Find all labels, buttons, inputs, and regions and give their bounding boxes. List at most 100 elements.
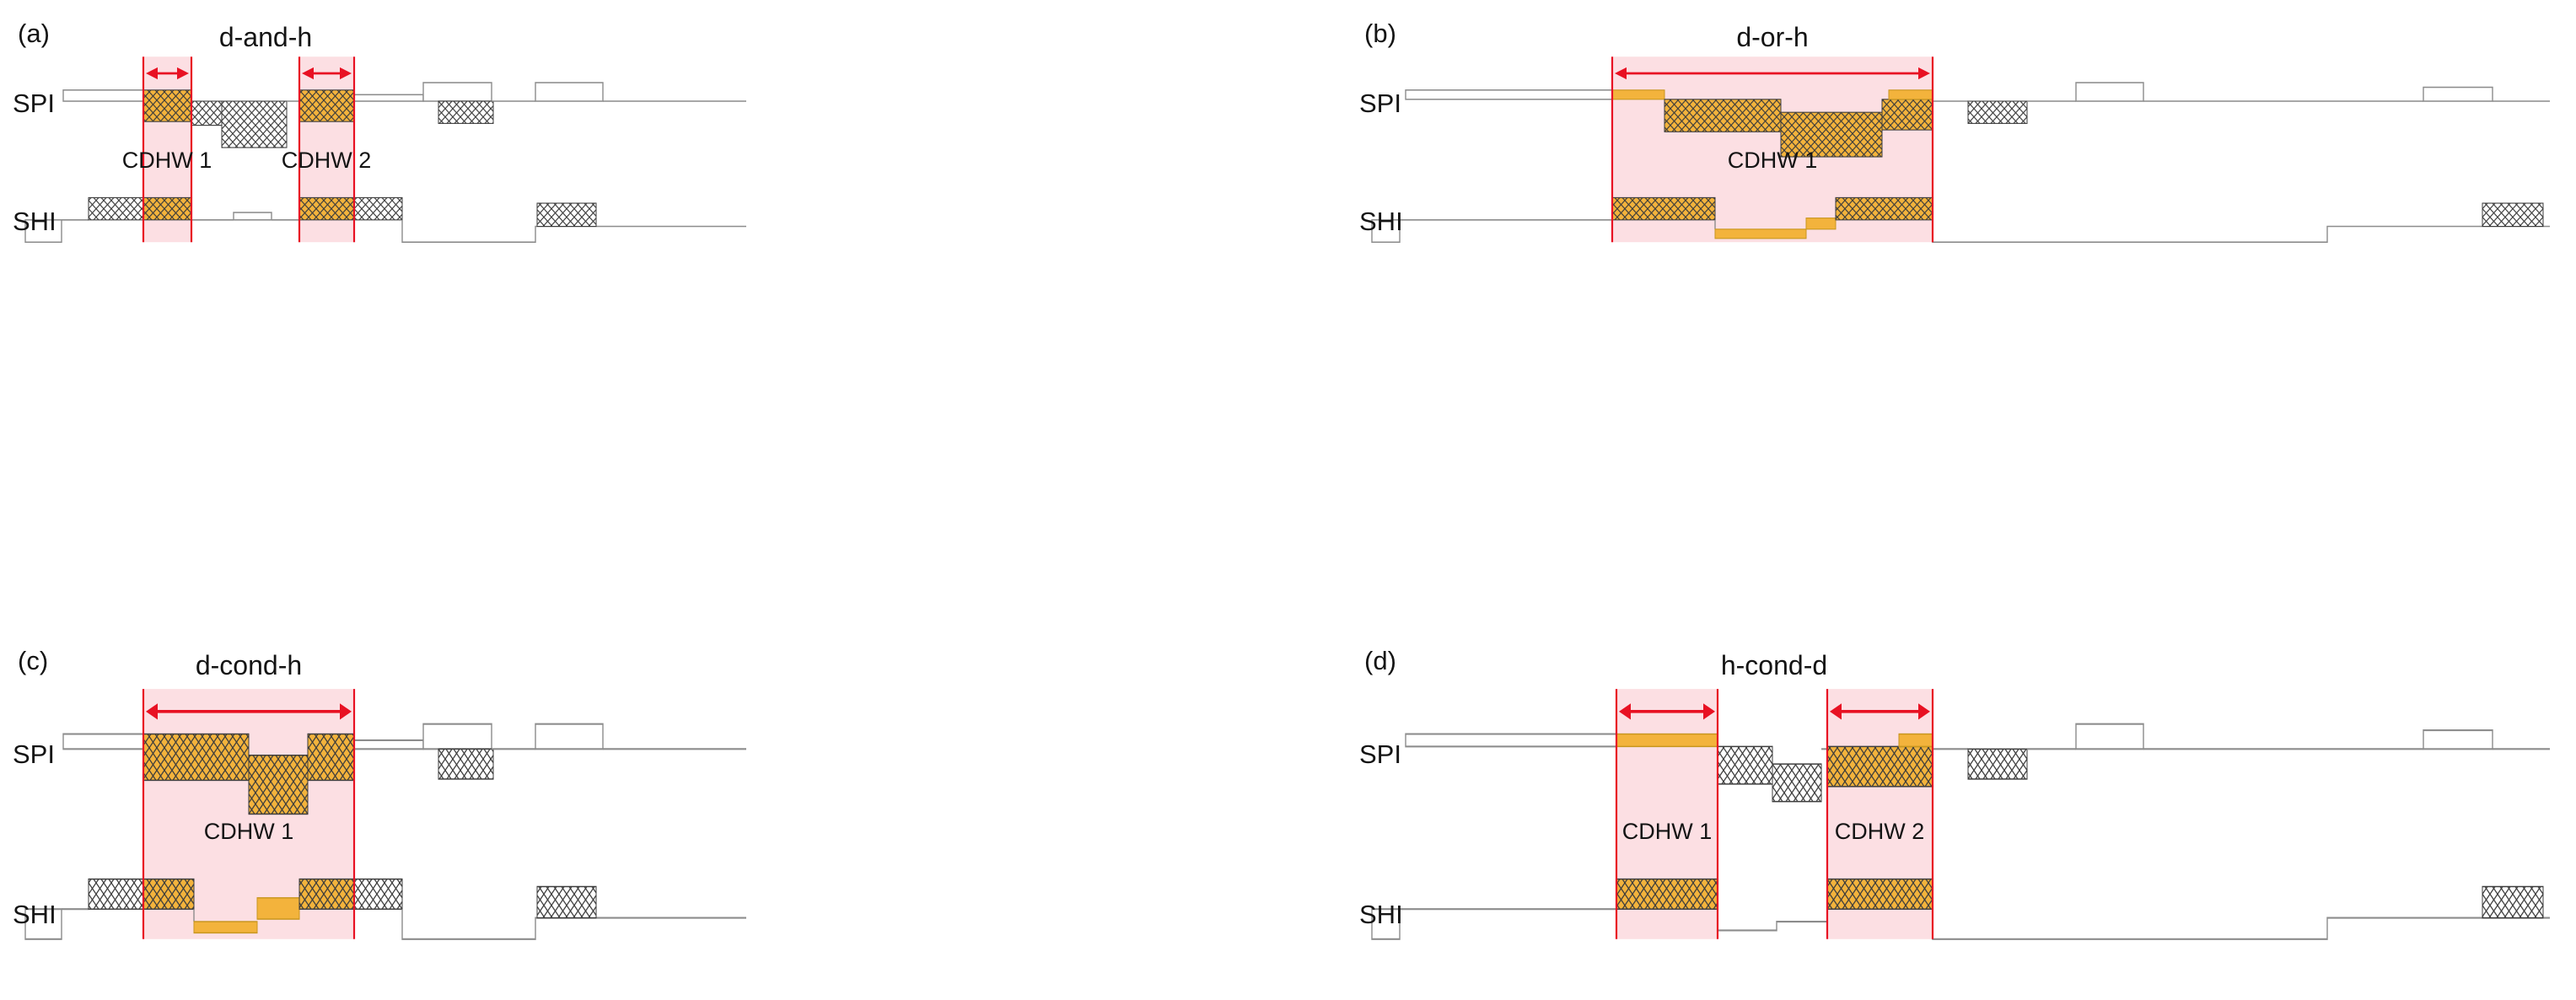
panel-title: d-cond-h [195, 650, 303, 681]
trace-step-box [1405, 89, 1613, 100]
trace-line [1932, 909, 2550, 940]
trace-line [401, 909, 746, 940]
anomaly-box-orange-hatch [1616, 878, 1718, 910]
arrowhead-right [1703, 703, 1715, 720]
panel-title: d-or-h [1736, 21, 1809, 52]
arrowhead-left [1619, 703, 1631, 720]
arrowhead-right [1918, 67, 1930, 80]
panel-label: (d) [1364, 645, 1396, 675]
trace-line [1717, 909, 1828, 932]
trace-step-box [2075, 723, 2144, 750]
trace-step-box [353, 739, 424, 750]
panel-b-diagram [1371, 56, 2550, 243]
anomaly-box-grey-hatch [221, 100, 288, 148]
region-label: CDHW 2 [1834, 818, 1925, 844]
panel-label: (c) [18, 645, 49, 675]
track-label-spi: SPI [13, 739, 55, 770]
anomaly-box-grey-hatch [88, 878, 144, 910]
anomaly-box-orange-hatch [1881, 99, 1933, 131]
panel-label: (b) [1364, 19, 1396, 49]
trace-step-box [535, 723, 604, 750]
anomaly-box-orange-hatch [1780, 111, 1883, 158]
panel-title: d-and-h [218, 21, 313, 52]
anomaly-box-orange-solid [1714, 228, 1807, 239]
anomaly-box-orange-hatch [1664, 99, 1782, 132]
anomaly-box-grey-hatch [1717, 745, 1773, 785]
anomaly-box-grey-hatch [88, 196, 144, 221]
anomaly-box-orange-solid [256, 897, 300, 920]
trace-step-box [1405, 733, 1617, 748]
anomaly-box-orange-solid [1805, 218, 1837, 230]
anomaly-box-orange-hatch [143, 196, 192, 221]
anomaly-box-grey-hatch [353, 878, 403, 910]
anomaly-box-orange-solid [1888, 89, 1933, 100]
trace-step-box [24, 908, 62, 940]
trace-line [401, 219, 746, 243]
anomaly-box-grey-hatch [1772, 763, 1822, 803]
anomaly-box-grey-hatch [536, 885, 597, 919]
panel-label: (a) [18, 19, 50, 49]
trace-step-box [2423, 729, 2493, 750]
track-label-shi: SHI [13, 900, 56, 930]
track-label-shi: SHI [13, 207, 56, 237]
anomaly-box-grey-hatch [191, 100, 223, 126]
anomaly-box-orange-hatch [1835, 196, 1933, 221]
trace-step-box [233, 212, 272, 221]
anomaly-box-orange-hatch [307, 733, 355, 782]
anomaly-box-orange-hatch [143, 878, 195, 910]
arrowhead-left [1615, 67, 1627, 80]
panel-d-diagram [1371, 689, 2550, 940]
panel-c-diagram [24, 689, 746, 940]
track-label-spi: SPI [1359, 739, 1401, 770]
track-label-spi: SPI [13, 88, 55, 118]
region-label: CDHW 1 [1727, 148, 1818, 174]
panel-title: h-cond-d [1720, 650, 1828, 681]
arrowhead-left [302, 67, 314, 80]
trace-step-box [24, 219, 62, 243]
panel-a-diagram [24, 56, 746, 243]
anomaly-box-grey-hatch [1967, 748, 2028, 780]
arrowhead-right [340, 67, 352, 80]
region-label: CDHW 1 [1621, 818, 1713, 844]
arrowhead-right [177, 67, 189, 80]
trace-step-box [1371, 908, 1401, 940]
anomaly-box-grey-hatch [1967, 100, 2028, 124]
arrowhead-left [146, 703, 158, 720]
anomaly-box-grey-hatch [2482, 885, 2544, 919]
region-label: CDHW 2 [281, 148, 372, 174]
anomaly-box-orange-hatch [1611, 196, 1716, 221]
anomaly-box-grey-hatch [2482, 202, 2544, 228]
arrowhead-right [1918, 703, 1930, 720]
trace-step-box [2075, 82, 2144, 102]
arrowhead-left [1830, 703, 1842, 720]
region-label: CDHW 1 [121, 148, 212, 174]
track-label-spi: SPI [1359, 88, 1401, 118]
anomaly-box-orange-hatch [143, 733, 250, 782]
anomaly-box-orange-hatch [298, 89, 355, 122]
anomaly-box-orange-solid [1611, 89, 1665, 100]
track-label-shi: SHI [1359, 900, 1403, 930]
anomaly-box-grey-hatch [438, 748, 494, 780]
trace-step-box [62, 89, 144, 102]
anomaly-box-orange-hatch [298, 878, 355, 910]
trace-step-box [422, 723, 492, 750]
anomaly-box-orange-solid [1898, 733, 1933, 748]
anomaly-box-orange-hatch [1826, 745, 1933, 788]
trace-step-box [353, 94, 424, 102]
anomaly-box-orange-hatch [1826, 878, 1933, 910]
region-label: CDHW 1 [203, 818, 294, 844]
track-label-shi: SHI [1359, 207, 1403, 237]
anomaly-box-orange-solid [193, 921, 258, 934]
anomaly-box-orange-hatch [248, 755, 309, 815]
anomaly-box-orange-hatch [143, 89, 192, 122]
arrowhead-left [146, 67, 158, 80]
trace-step-box [1371, 219, 1401, 243]
arrowhead-right [340, 703, 352, 720]
anomaly-box-grey-hatch [536, 202, 597, 228]
anomaly-box-grey-hatch [353, 196, 403, 221]
anomaly-box-orange-hatch [298, 196, 355, 221]
trace-step-box [422, 82, 492, 102]
trace-line [1932, 219, 2550, 243]
anomaly-box-grey-hatch [438, 100, 494, 124]
